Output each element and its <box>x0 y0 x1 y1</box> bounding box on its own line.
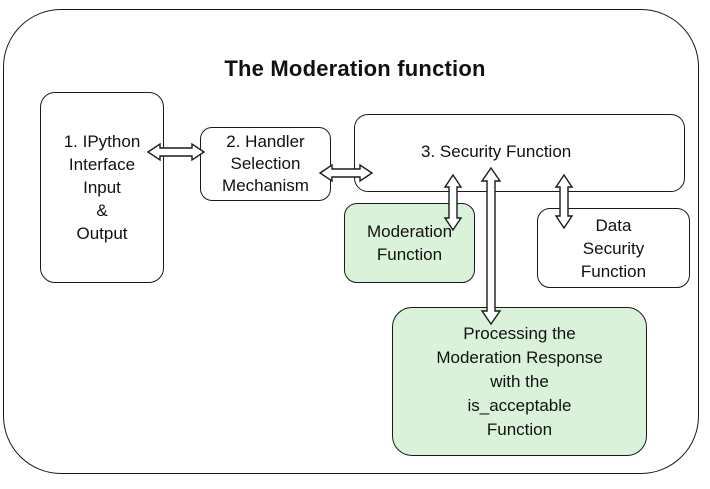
box-label-line: Interface <box>68 155 136 174</box>
diagram-title: The Moderation function <box>224 56 486 81</box>
box-label-line: Moderation Response <box>436 347 603 367</box>
box-label-line: 2. Handler <box>226 132 305 151</box>
box-label-line: Data <box>595 215 632 235</box>
box-label-line: Processing the <box>463 323 576 343</box>
box-label-line: Moderation <box>366 222 453 241</box>
box-label-line: Function <box>486 419 553 439</box>
box-label-line: Mechanism <box>222 176 309 195</box>
processing-moderation-response-box: Processing the Moderation Response with … <box>392 307 647 456</box>
handler-selection-box: 2. Handler Selection Mechanism <box>200 127 331 201</box>
box-label-line: is_acceptable <box>467 395 572 415</box>
data-security-function-box: Data Security Function <box>537 208 690 288</box>
box-label-line: & <box>96 201 108 220</box>
box-label-line: Selection <box>230 154 301 173</box>
box-label-line: Function <box>580 261 647 281</box>
box-label-line: 3. Security Function <box>421 141 572 161</box>
security-function-box: 3. Security Function <box>354 114 685 192</box>
box-label-line: 1. IPython <box>63 132 141 151</box>
box-label-line: Function <box>376 245 443 264</box>
box-label-line: with the <box>490 371 549 391</box>
moderation-function-box: Moderation Function <box>344 203 475 283</box>
ipython-interface-box: 1. IPython Interface Input & Output <box>40 92 164 283</box>
box-label-line: Input <box>83 178 121 197</box>
diagram-frame <box>3 9 699 474</box>
box-label-line: Security <box>582 238 645 258</box>
box-label-line: Output <box>76 224 128 243</box>
